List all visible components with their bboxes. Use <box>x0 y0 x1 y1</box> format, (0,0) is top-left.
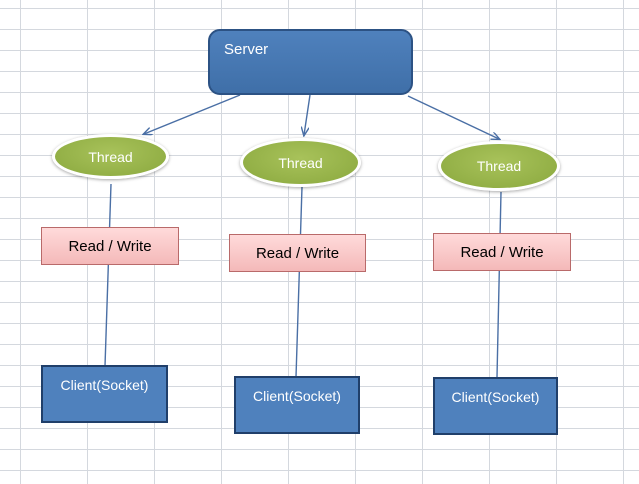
thread-node-1: Thread <box>52 134 169 179</box>
client-socket-box-3: Client(Socket) <box>433 377 558 435</box>
client-socket-box-2: Client(Socket) <box>234 376 360 434</box>
server-box: Server <box>208 29 413 95</box>
arrow-server-to-thread-3 <box>407 95 499 139</box>
read-write-label: Read / Write <box>460 243 544 261</box>
read-write-box-2: Read / Write <box>229 234 366 272</box>
read-write-box-3: Read / Write <box>433 233 571 271</box>
client-label: Client(Socket) <box>60 377 149 393</box>
client-socket-box-1: Client(Socket) <box>41 365 168 423</box>
thread-label: Thread <box>476 158 522 174</box>
arrow-server-to-thread-2 <box>304 94 311 135</box>
client-label: Client(Socket) <box>253 388 341 404</box>
thread-node-3: Thread <box>438 141 560 191</box>
link-thread-to-client-2 <box>295 186 303 378</box>
link-thread-to-client-1 <box>104 183 112 367</box>
link-thread-to-client-3 <box>496 191 502 378</box>
thread-label: Thread <box>278 154 323 171</box>
server-label: Server <box>224 41 269 58</box>
read-write-label: Read / Write <box>68 237 152 255</box>
thread-node-2: Thread <box>240 138 361 187</box>
read-write-label: Read / Write <box>255 244 340 262</box>
read-write-box-1: Read / Write <box>41 227 179 265</box>
client-label: Client(Socket) <box>451 389 540 405</box>
thread-label: Thread <box>88 148 133 165</box>
arrow-server-to-thread-1 <box>144 94 241 134</box>
